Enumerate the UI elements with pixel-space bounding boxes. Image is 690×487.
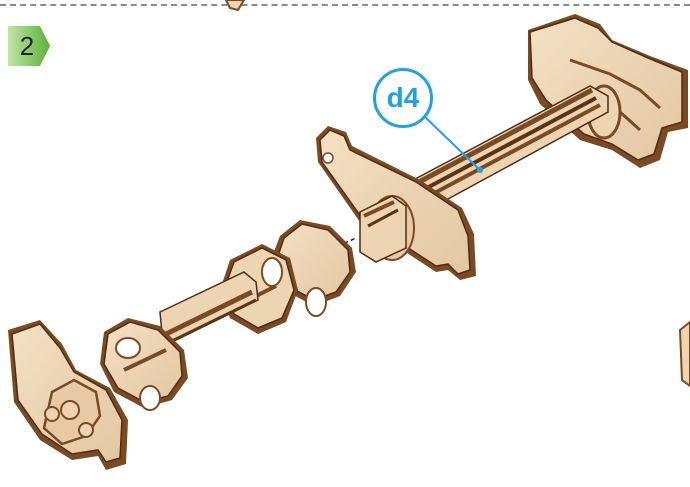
right-edge-piece <box>680 322 690 386</box>
callout-leader-dot <box>477 167 483 173</box>
universal-joint-assembly <box>100 220 356 410</box>
top-edge-piece <box>226 0 244 10</box>
step-number: 2 <box>8 26 46 66</box>
part-callout-d4: d4 <box>373 68 433 128</box>
part-callout-label: d4 <box>376 71 430 125</box>
step-badge: 2 <box>8 26 50 66</box>
right-end-bracket <box>528 14 688 168</box>
